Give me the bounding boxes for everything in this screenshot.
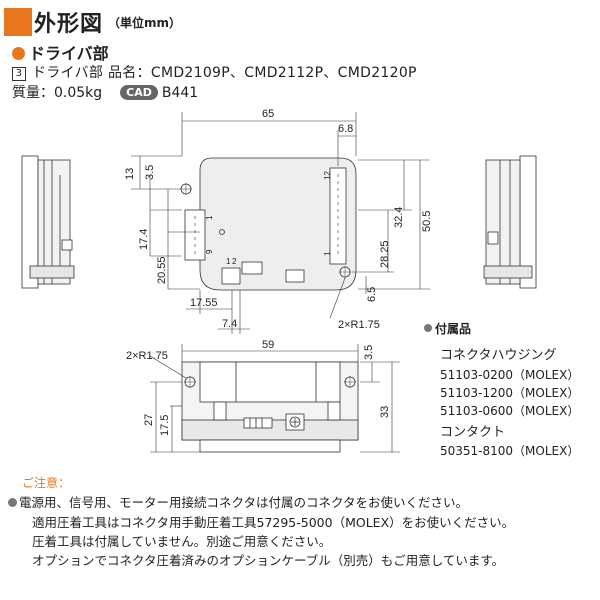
dim-50-5: 50.5 xyxy=(421,211,433,232)
dim-33: 33 xyxy=(379,406,391,418)
cad-code[interactable]: B441 xyxy=(161,85,199,101)
right-side-profile xyxy=(483,155,537,289)
housing-label: コネクタハウジング xyxy=(440,348,557,363)
product-name-line: 3 ドライバ部 品名：CMD2109P、CMD2112P、CMD2120P xyxy=(12,62,417,82)
dim-radius-side: 2×R1.75 xyxy=(126,350,168,362)
dim-3-5-side: 3.5 xyxy=(363,345,375,360)
bullet-icon xyxy=(12,47,25,60)
note-line: 適用圧着工具はコネクタ用手動圧着工具57295-5000（MOLEX）をお使いく… xyxy=(32,515,515,530)
bullet-icon xyxy=(424,324,432,332)
dim-17-55: 17.55 xyxy=(190,297,218,309)
side-view-dimensions xyxy=(149,344,400,453)
left-side-profile xyxy=(21,155,75,289)
pin-label-12-top: 12 xyxy=(323,171,332,180)
housing-part: 51103-0600（MOLEX） xyxy=(440,404,580,418)
housing-part: 51103-0200（MOLEX） xyxy=(440,368,580,382)
dim-7-4: 7.4 xyxy=(222,318,237,330)
housing-part: 51103-1200（MOLEX） xyxy=(440,386,580,400)
contact-label: コンタクト xyxy=(440,425,506,440)
note-line: 圧着工具は付属していません。別途ご用意ください。 xyxy=(32,534,332,549)
dim-13: 13 xyxy=(124,168,136,180)
dim-32-4: 32.4 xyxy=(393,207,405,228)
title-marker xyxy=(4,8,32,36)
mass-label: 質量：0.05kg xyxy=(12,85,103,101)
dim-radius-top: 2×R1.75 xyxy=(338,319,380,331)
accessories-heading: 付属品 xyxy=(424,320,471,337)
pin-label-2-bot: 2 xyxy=(232,257,237,266)
pin-label-1-bot: 1 xyxy=(226,257,231,266)
dim-width-59: 59 xyxy=(262,339,274,351)
dim-17-5: 17.5 xyxy=(159,415,171,436)
driver-board-side xyxy=(181,361,359,453)
driver-board-top xyxy=(180,157,357,291)
accessories-title: 付属品 xyxy=(435,322,472,336)
note-line: オプションでコネクタ圧着済みのオプションケーブル（別売）もご用意しています。 xyxy=(32,553,505,568)
notes-heading: ご注意： xyxy=(22,476,71,490)
bullet-icon xyxy=(8,498,17,507)
dim-27: 27 xyxy=(143,414,155,426)
dim-width-65: 65 xyxy=(262,108,274,120)
index-badge: 3 xyxy=(12,67,26,81)
dim-20-55: 20.55 xyxy=(156,256,168,284)
dim-17-4: 17.4 xyxy=(138,229,150,250)
cad-badge[interactable]: CAD xyxy=(120,85,158,100)
page-title: 外形図 xyxy=(34,12,104,37)
pin-label-1-left: 1 xyxy=(205,215,214,220)
pin-label-9-left: 9 xyxy=(205,249,214,254)
dim-3-5-top: 3.5 xyxy=(144,165,156,180)
dim-28-25: 28.25 xyxy=(379,240,391,268)
pin-label-1-top: 1 xyxy=(323,251,332,256)
section-title: ドライバ部 xyxy=(29,44,109,63)
note-line: 電源用、信号用、モーター用接続コネクタは付属のコネクタをお使いください。 xyxy=(8,492,468,511)
unit-label: （単位mm） xyxy=(108,16,182,30)
top-view-dimensions xyxy=(131,112,430,334)
section-heading: ドライバ部 xyxy=(12,40,109,64)
dim-6-8: 6.8 xyxy=(338,123,353,135)
dim-6-5: 6.5 xyxy=(366,287,378,302)
contact-part: 50351-8100（MOLEX） xyxy=(440,444,580,458)
product-name: ドライバ部 品名：CMD2109P、CMD2112P、CMD2120P xyxy=(32,65,417,81)
